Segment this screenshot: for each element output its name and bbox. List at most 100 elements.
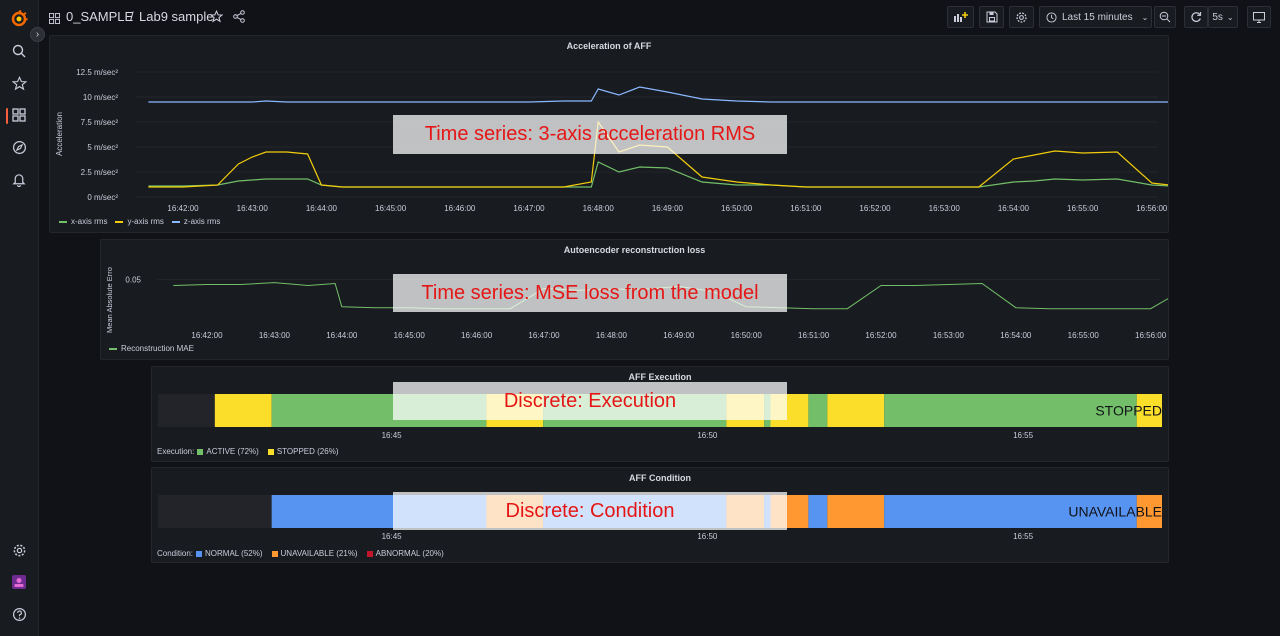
legend-swatch [366,550,373,557]
x-tick-label: 16:48:00 [583,204,615,213]
annotation-execution: Discrete: Execution [393,382,787,420]
legend-swatch [271,550,278,557]
legend-label[interactable]: ABNORMAL (20%) [375,549,444,558]
refresh-button[interactable] [1184,6,1208,28]
x-tick-label: 16:53:00 [929,204,961,213]
x-tick-label: 16:49:00 [663,331,695,340]
legend-item-z[interactable]: z-axis rms [171,217,221,226]
dashboard-title[interactable]: Lab9 sample [139,9,214,24]
legend-label[interactable]: ACTIVE (72%) [206,447,259,456]
state-segment-unavailable[interactable] [1136,495,1162,528]
help-icon[interactable] [10,605,28,623]
panel-title: AFF Execution [628,372,692,382]
y-tick-label: 7.5 m/sec² [81,118,119,127]
y-tick-label: 10 m/sec² [83,93,118,102]
loss-legend: Reconstruction MAE [109,344,202,353]
x-tick-label: 16:44:00 [326,331,358,340]
star-icon[interactable] [10,74,28,92]
state-value-label: UNAVAILABLE [1068,504,1162,520]
x-tick-label: 16:51:00 [790,204,822,213]
legend-swatch [59,220,67,223]
x-tick-label: 16:43:00 [237,204,269,213]
x-tick-label: 16:44:00 [306,204,338,213]
legend-label[interactable]: NORMAL (52%) [205,549,263,558]
legend-label[interactable]: STOPPED (26%) [276,447,339,456]
zoom-out-button[interactable] [1154,6,1176,28]
x-tick-label: 16:45:00 [375,204,407,213]
top-navbar: 0_SAMPLE / Lab9 sample Last 15 minutes ⌄… [39,0,1280,34]
explore-compass-icon[interactable] [10,138,28,156]
x-tick-label: 16:50 [697,532,718,541]
x-tick-label: 16:45 [382,532,403,541]
chevron-right-icon: › [35,29,40,40]
legend-label: y-axis rms [127,217,164,226]
dashboard-settings-button[interactable] [1009,6,1034,28]
x-tick-label: 16:54:00 [998,204,1030,213]
state-segment-stopped[interactable] [214,394,272,427]
refresh-interval-picker[interactable]: 5s ⌄ [1208,6,1238,28]
panel-title: Autoencoder reconstruction loss [563,245,706,255]
breadcrumb-separator: / [130,9,134,24]
add-panel-button[interactable] [947,6,974,28]
expand-sidebar-button[interactable]: › [30,27,45,42]
clock-icon [1046,11,1057,23]
annotation-acceleration: Time series: 3-axis acceleration RMS [393,115,787,154]
state-segment-active[interactable] [808,394,828,427]
x-tick-label: 16:55:00 [1068,331,1100,340]
state-segment-stopped[interactable] [1136,394,1162,427]
x-tick-label: 16:51:00 [798,331,830,340]
annotation-loss: Time series: MSE loss from the model [393,274,787,312]
favorite-star-icon[interactable] [209,9,224,28]
legend-item-y[interactable]: y-axis rms [115,217,164,226]
x-tick-label: 16:50:00 [721,204,753,213]
user-avatar-icon[interactable] [10,573,28,591]
series-line-x [148,161,1168,188]
x-tick-label: 16:42:00 [167,204,199,213]
y-tick-label: 12.5 m/sec² [76,68,118,77]
x-tick-label: 16:42:00 [191,331,223,340]
state-value-label: STOPPED [1095,403,1162,419]
state-segment-unavailable[interactable] [827,495,885,528]
state-segment-stopped[interactable] [827,394,885,427]
annotation-condition: Discrete: Condition [393,492,787,530]
x-tick-label: 16:47:00 [513,204,545,213]
settings-gear-icon[interactable] [10,541,28,559]
x-tick-label: 16:50 [697,431,718,440]
search-icon[interactable] [10,42,28,60]
add-panel-icon [953,12,968,22]
x-tick-label: 16:52:00 [859,204,891,213]
execution-legend: Execution: ACTIVE (72%) STOPPED (26%) [157,447,338,456]
legend-item-x[interactable]: x-axis rms [59,217,107,226]
save-dashboard-button[interactable] [979,6,1004,28]
legend-swatch [267,448,274,455]
chevron-down-icon: ⌄ [1141,12,1149,22]
state-segment-normal[interactable] [884,495,1137,528]
alerting-bell-icon[interactable] [10,170,28,188]
legend-label: z-axis rms [183,217,221,226]
x-tick-label: 16:46:00 [444,204,476,213]
condition-legend: Condition: NORMAL (52%) UNAVAILABLE (21%… [157,549,444,558]
sidebar [0,0,39,636]
legend-item-mae[interactable]: Reconstruction MAE [109,344,194,353]
refresh-icon [1191,12,1202,22]
grafana-logo-icon[interactable] [10,10,28,28]
time-range-picker[interactable]: Last 15 minutes ⌄ [1039,6,1152,28]
y-tick-label: 5 m/sec² [87,143,118,152]
legend-swatch [197,448,204,455]
time-range-label: Last 15 minutes [1062,11,1133,23]
x-tick-label: 16:45:00 [394,331,426,340]
share-icon[interactable] [233,10,245,28]
breadcrumb-folder[interactable]: 0_SAMPLE [66,9,134,24]
tv-mode-button[interactable] [1247,6,1271,28]
legend-swatch [196,550,203,557]
state-segment-active[interactable] [884,394,1137,427]
monitor-icon [1253,11,1265,23]
x-tick-label: 16:55 [1013,532,1034,541]
legend-label[interactable]: UNAVAILABLE (21%) [280,549,358,558]
state-segment-normal[interactable] [808,495,828,528]
x-tick-label: 16:48:00 [596,331,628,340]
y-tick-label: 0 m/sec² [87,193,118,202]
y-tick-label: 2.5 m/sec² [81,168,119,177]
dashboards-icon[interactable] [10,106,28,124]
